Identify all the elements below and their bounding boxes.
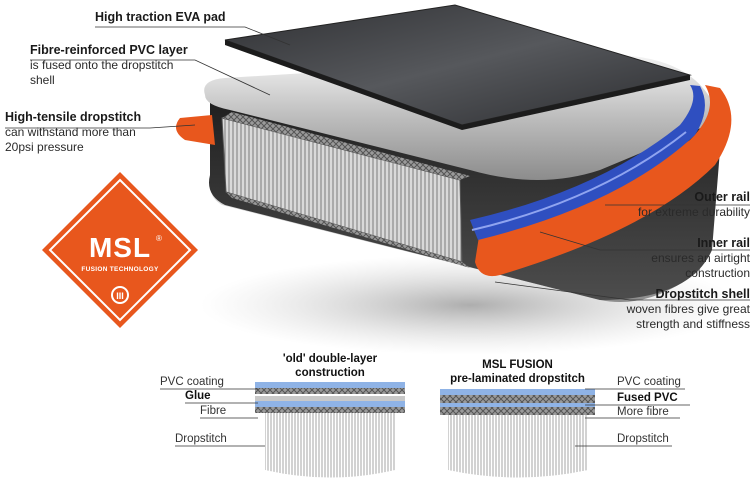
logo-registered-mark: ®	[156, 234, 162, 243]
callout-dropstitch: High-tensile dropstitch can withstand mo…	[5, 110, 141, 155]
callout-inner-rail: Inner rail ensures an airtight construct…	[651, 236, 750, 281]
callout-pvc-title: Fibre-reinforced PVC layer	[30, 43, 188, 57]
new-diagram-title-1: MSL FUSION	[482, 359, 553, 371]
callout-outer-rail: Outer rail for extreme durability	[638, 190, 750, 220]
callout-outer-rail-line1: for extreme durability	[637, 205, 750, 219]
callout-pvc-line2: shell	[30, 73, 55, 87]
old-label-glue: Glue	[185, 390, 211, 402]
callout-shell-line2: strength and stiffness	[636, 317, 750, 331]
old-diagram-title: 'old' double-layer construction	[255, 352, 405, 380]
inner-rail-highlight	[471, 131, 687, 231]
callout-shell-title: Dropstitch shell	[655, 287, 750, 301]
callout-outer-rail-title: Outer rail	[694, 190, 750, 204]
new-label-pvc: PVC coating	[617, 376, 681, 388]
callout-inner-rail-line2: construction	[685, 266, 750, 280]
new-label-fused: Fused PVC	[617, 392, 678, 404]
callout-shell: Dropstitch shell woven fibres give great…	[627, 287, 750, 332]
new-label-fibre: More fibre	[617, 406, 669, 418]
dropstitch-mesh-edge	[222, 112, 470, 180]
leader-lines	[5, 26, 750, 301]
callout-inner-rail-line1: ensures an airtight	[651, 251, 750, 265]
callout-pvc: Fibre-reinforced PVC layer is fused onto…	[30, 43, 188, 88]
callout-eva-title: High traction EVA pad	[95, 10, 226, 24]
old-diagram-title-1: 'old' double-layer	[282, 353, 378, 365]
callout-dropstitch-title: High-tensile dropstitch	[5, 110, 142, 124]
new-construction-diagram	[440, 388, 690, 478]
old-diagram-title-2: construction	[295, 367, 365, 379]
callout-eva: High traction EVA pad	[95, 10, 226, 25]
old-construction-diagram	[160, 382, 405, 478]
old-label-fibre: Fibre	[200, 405, 227, 417]
callout-dropstitch-line1: can withstand more than	[5, 125, 136, 139]
new-diagram-title-2: pre-laminated dropstitch	[450, 373, 585, 385]
old-label-pvc: PVC coating	[160, 376, 224, 388]
dropstitch-mesh-bottom	[226, 192, 470, 268]
callout-shell-line1: woven fibres give great	[626, 302, 750, 316]
outer-rail-shape	[475, 85, 732, 277]
callout-pvc-line1: is fused onto the dropstitch	[30, 58, 174, 72]
new-diagram-title: MSL FUSION pre-laminated dropstitch	[440, 358, 595, 386]
logo-name: MSL	[88, 232, 152, 263]
logo-tagline: FUSION TECHNOLOGY	[81, 266, 159, 273]
old-label-dropstitch: Dropstitch	[175, 433, 227, 445]
outer-rail-edge	[176, 115, 215, 145]
callout-dropstitch-line2: 20psi pressure	[5, 140, 84, 154]
callout-inner-rail-title: Inner rail	[697, 236, 750, 250]
new-label-dropstitch: Dropstitch	[617, 433, 669, 445]
